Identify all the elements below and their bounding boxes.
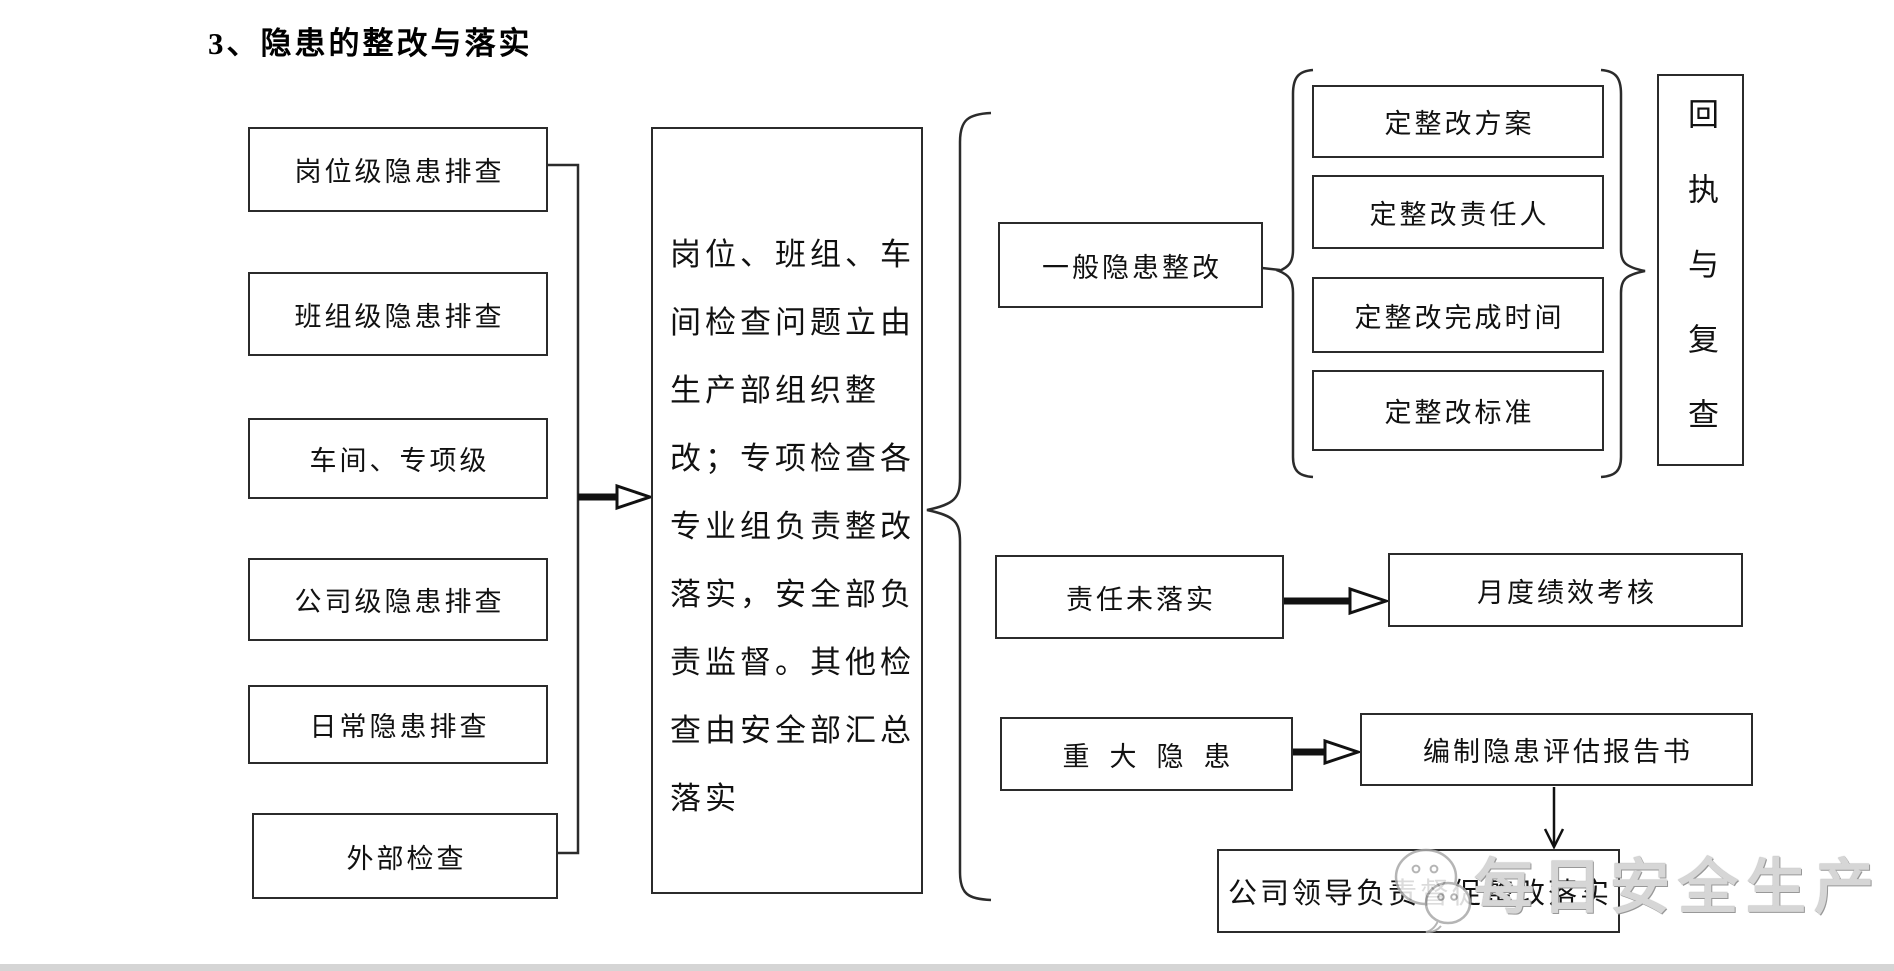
measure-box-standard: 定整改标准 — [1312, 370, 1604, 451]
measures-left-brace — [1275, 68, 1314, 479]
process-line: 落实，安全部负 — [670, 577, 915, 612]
arrow-report-to-leader-icon — [1543, 787, 1565, 850]
measure-label: 定整改方案 — [1384, 109, 1535, 139]
performance-review-label: 月度绩效考核 — [1477, 577, 1657, 608]
major-hazard-label: 重大隐患 — [1062, 741, 1251, 772]
measure-box-plan: 定整改方案 — [1312, 85, 1604, 158]
measure-box-completion-time: 定整改完成时间 — [1312, 277, 1604, 353]
performance-review-box: 月度绩效考核 — [1388, 553, 1743, 627]
measure-box-responsible-person: 定整改责任人 — [1312, 175, 1604, 249]
process-line: 责监督。其他检 — [670, 645, 915, 680]
arrow-to-process-icon — [578, 483, 655, 511]
source-box-label: 岗位级隐患排查 — [294, 157, 505, 187]
source-box-label: 公司级隐患排查 — [294, 587, 505, 617]
receipt-recheck-box: 回执与复查 — [1657, 74, 1744, 473]
general-to-measures-line — [1261, 266, 1281, 272]
general-rectification-label: 一般隐患整改 — [1042, 252, 1222, 283]
source-box-label: 日常隐患排查 — [309, 712, 490, 742]
responsibility-unfulfilled-box: 责任未落实 — [995, 555, 1284, 639]
process-box: 岗位、班组、车 间检查问题立由 生产部组织整 改；专项检查各 专业组负责整改 落… — [651, 127, 923, 894]
source-box-label: 车间、专项级 — [309, 446, 490, 476]
process-line: 专业组负责整改 — [670, 509, 915, 544]
process-line: 间检查问题立由 — [670, 305, 915, 340]
arrow-to-performance-icon — [1283, 586, 1391, 616]
measures-right-brace — [1600, 68, 1646, 479]
source-box-daily: 日常隐患排查 — [248, 685, 548, 764]
assessment-report-box: 编制隐患评估报告书 — [1360, 713, 1753, 786]
leader-followup-label: 公司领导负责督促整改落实 — [1227, 878, 1612, 910]
major-hazard-box: 重大隐患 — [1000, 717, 1293, 791]
measure-label: 定整改完成时间 — [1354, 302, 1565, 333]
process-line: 生产部组织整 — [670, 373, 880, 408]
process-line: 改；专项检查各 — [670, 441, 915, 476]
source-box-workshop-special: 车间、专项级 — [248, 418, 548, 499]
leader-followup-box: 公司领导负责督促整改落实 — [1217, 849, 1620, 933]
process-line: 岗位、班组、车 — [670, 237, 915, 272]
measure-label: 定整改标准 — [1384, 398, 1535, 428]
collector-line — [547, 163, 580, 855]
assessment-report-label: 编制隐患评估报告书 — [1423, 737, 1693, 767]
measure-label: 定整改责任人 — [1369, 199, 1550, 230]
source-box-post-level: 岗位级隐患排查 — [248, 127, 548, 212]
process-line: 落实 — [670, 781, 740, 816]
source-box-label: 外部检查 — [346, 843, 467, 874]
general-rectification-box: 一般隐患整改 — [998, 222, 1263, 308]
source-box-team-level: 班组级隐患排查 — [248, 272, 548, 356]
process-line: 查由安全部汇总 — [670, 713, 915, 748]
page-title: 3、隐患的整改与落实 — [208, 26, 533, 61]
big-brace — [926, 111, 992, 902]
responsibility-unfulfilled-label: 责任未落实 — [1066, 584, 1216, 615]
source-box-company-level: 公司级隐患排查 — [248, 558, 548, 641]
bottom-edge-bar — [0, 964, 1894, 971]
arrow-to-report-icon — [1292, 738, 1363, 766]
source-box-label: 班组级隐患排查 — [294, 301, 505, 332]
receipt-recheck-label: 回执与复查 — [1683, 98, 1718, 473]
source-box-external: 外部检查 — [252, 813, 558, 899]
